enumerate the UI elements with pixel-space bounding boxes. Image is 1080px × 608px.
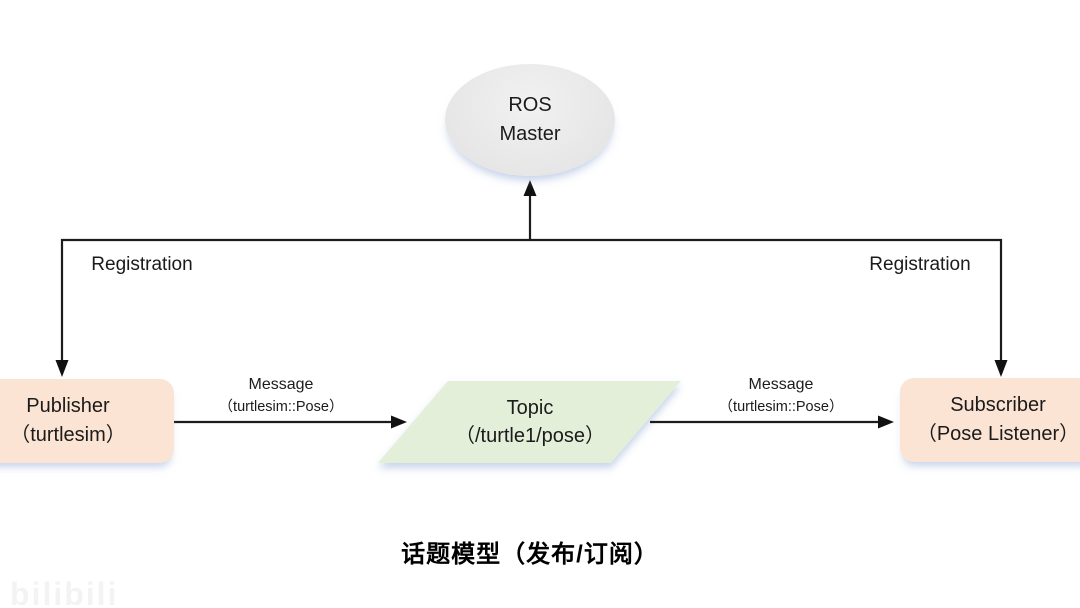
diagram-caption: 话题模型（发布/订阅） — [401, 541, 659, 568]
message-right-line1: Message — [748, 376, 814, 393]
message-right-label: Message （turtlesim::Pose） — [686, 374, 876, 418]
publisher-label-line1: Publisher — [26, 395, 110, 417]
topic-node-label: Topic （/turtle1/pose） — [420, 394, 640, 450]
publisher-label-line2: （turtlesim） — [10, 424, 126, 446]
registration-connector — [60, 195, 1003, 368]
arrowhead-to-subscriber-box — [878, 415, 894, 429]
ros-master-label-line1: ROS — [508, 94, 552, 116]
topic-label-line2: （/turtle1/pose） — [454, 425, 606, 447]
message-left-label: Message （turtlesim::Pose） — [186, 374, 376, 418]
arrowhead-to-topic — [391, 415, 407, 429]
message-right-line2: （turtlesim::Pose） — [718, 399, 844, 415]
message-left-line1: Message — [248, 376, 314, 393]
topic-parallelogram — [378, 381, 681, 463]
subscriber-label-line1: Subscriber — [950, 394, 1046, 416]
ros-master-label-line2: Master — [499, 123, 561, 145]
subscriber-label-line2: （Pose Listener） — [916, 423, 1080, 445]
message-left-line2: （turtlesim::Pose） — [218, 399, 344, 415]
registration-right-label: Registration — [869, 254, 971, 275]
topic-label-line1: Topic — [506, 397, 554, 419]
arrowhead-to-subscriber — [994, 360, 1008, 377]
registration-left-label: Registration — [91, 254, 193, 275]
bilibili-watermark: bilibili — [10, 576, 119, 608]
ros-master-node: ROS Master — [445, 64, 615, 176]
publisher-node: Publisher （turtlesim） — [0, 379, 174, 463]
arrowhead-to-ros-master — [523, 180, 537, 196]
subscriber-node: Subscriber （Pose Listener） — [900, 378, 1080, 462]
arrowhead-to-publisher — [55, 360, 69, 377]
